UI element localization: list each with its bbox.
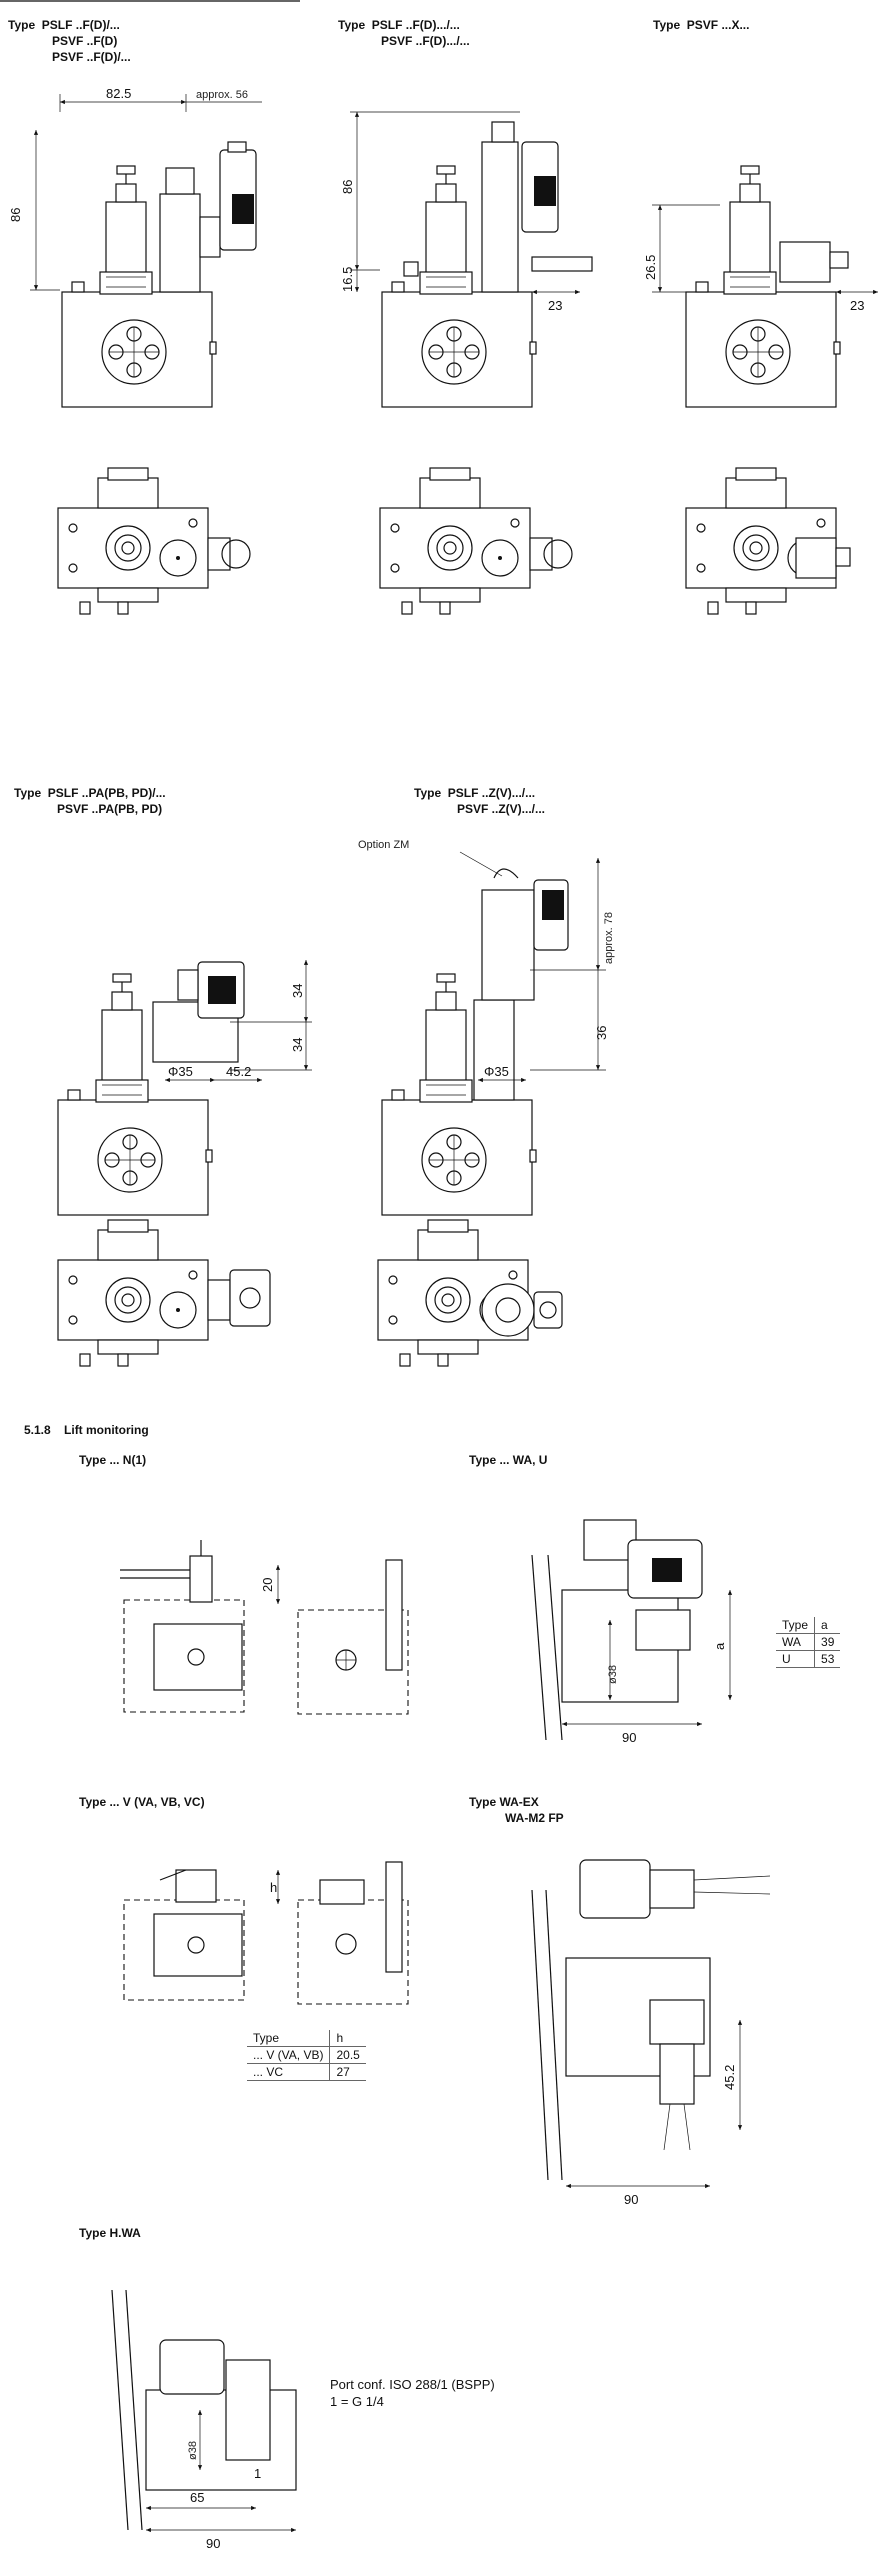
type-label-psvf-x: Type PSVF ...X... [653, 18, 750, 32]
type-label-psvf-f: PSVF ..F(D) [52, 34, 118, 48]
type-label-psvf-z: PSVF ..Z(V).../... [457, 802, 546, 816]
drawing-pslf-f-front [61, 141, 257, 408]
dim-86-b: 86 [340, 180, 355, 194]
drawing-wa-u: ø38 a 90 [531, 1519, 733, 1745]
drawing-pslf-fd-top [379, 467, 573, 615]
dim-34-a: 34 [290, 984, 305, 998]
type-label-psvf-fd: PSVF ..F(D).../... [381, 34, 470, 48]
drawing-v: h [123, 1861, 409, 2005]
dim-23-b: 23 [850, 298, 864, 313]
drawing-psvf-x-front [685, 165, 849, 408]
table-cell: 20.5 [329, 2046, 366, 2064]
type-label-hwa: Type H.WA [79, 2226, 141, 2240]
dim-90-a: 90 [622, 1730, 636, 1745]
type-label-psvf-f-slash: PSVF ..F(D)/... [52, 50, 131, 64]
table-cell: ... V (VA, VB) [247, 2046, 331, 2064]
dim-86-a: 86 [8, 208, 23, 222]
drawing-pslf-pa-front [57, 961, 245, 1216]
dim-90-b: 90 [624, 2192, 638, 2207]
dim-approx-78: approx. 78 [603, 912, 615, 964]
drawing-pslf-f-top [57, 467, 251, 615]
type-label-pslf-z: Type PSLF ..Z(V).../... [414, 786, 536, 800]
dim-34-b: 34 [290, 1038, 305, 1052]
dim-16-5: 16.5 [340, 267, 355, 292]
table-header: a [814, 1617, 841, 1634]
table-cell: WA [776, 1633, 816, 1651]
table-cell: 27 [329, 2063, 366, 2081]
type-label-pslf-fd: Type PSLF ..F(D).../... [338, 18, 460, 32]
type-label-wa-m2: WA-M2 FP [505, 1811, 564, 1825]
dim-a: a [712, 1642, 727, 1650]
type-label-pslf-pa: Type PSLF ..PA(PB, PD)/... [14, 786, 166, 800]
table-header: Type [776, 1617, 816, 1634]
dim-45-2-b: 45.2 [722, 2065, 737, 2090]
dim-phi38-a: ø38 [607, 1665, 619, 1684]
type-label-v: Type ... V (VA, VB, VC) [79, 1795, 205, 1809]
dim-phi35-a: Φ35 [168, 1064, 193, 1079]
drawing-pslf-z-top [377, 1219, 563, 1367]
dim-phi35-b: Φ35 [484, 1064, 509, 1079]
table-header: h [329, 2030, 366, 2047]
table-cell: 53 [814, 1650, 841, 1668]
dimension-86-16-5: 86 16.5 23 [340, 111, 580, 313]
table-cell: 39 [814, 1633, 841, 1651]
dimension-34-34-phi35: 34 34 Φ35 45.2 [165, 960, 312, 1083]
section-heading: 5.1.8 Lift monitoring [24, 1423, 149, 1437]
type-label-pslf-f: Type PSLF ..F(D)/... [8, 18, 120, 32]
type-label-wa-ex: Type WA-EX [469, 1795, 539, 1809]
label-option-zm: Option ZM [358, 839, 409, 851]
table-header: Type [247, 2030, 331, 2047]
dim-82-5: 82.5 [106, 86, 131, 101]
header-rule [0, 0, 300, 2]
dim-36: 36 [594, 1026, 609, 1040]
dim-approx-56: approx. 56 [196, 89, 248, 101]
drawing-n1: 20 [120, 1540, 409, 1715]
port-note-line1: Port conf. ISO 288/1 (BSPP) [330, 2377, 495, 2392]
drawing-pslf-z-front [381, 868, 569, 1216]
dim-90-c: 90 [206, 2536, 220, 2551]
dim-1: 1 [254, 2466, 261, 2481]
drawing-wa-ex: 45.2 90 [531, 1859, 771, 2207]
dim-h: h [270, 1880, 277, 1895]
dimension-26-5-23: 26.5 23 [643, 204, 878, 313]
dim-20: 20 [260, 1578, 275, 1592]
table-cell: ... VC [247, 2063, 331, 2081]
type-label-wa-u: Type ... WA, U [469, 1453, 548, 1467]
table-cell: U [776, 1650, 816, 1668]
type-label-psvf-pa: PSVF ..PA(PB, PD) [57, 802, 163, 816]
drawing-pslf-pa-top [57, 1219, 271, 1367]
dimension-82-5: 82.5 approx. 56 86 [8, 86, 262, 291]
dim-phi38-b: ø38 [187, 2441, 199, 2460]
dimension-zm-78-36: Option ZM approx. 78 36 Φ35 [358, 839, 615, 1083]
port-note-line2: 1 = G 1/4 [330, 2394, 384, 2409]
dim-23-a: 23 [548, 298, 562, 313]
dim-26-5: 26.5 [643, 255, 658, 280]
dim-65: 65 [190, 2490, 204, 2505]
dim-45-2-a: 45.2 [226, 1064, 251, 1079]
drawing-psvf-x-top [685, 467, 851, 615]
type-label-n1: Type ... N(1) [79, 1453, 147, 1467]
drawing-pslf-fd-front [381, 121, 593, 408]
drawing-h-wa: ø38 65 1 90 [111, 2289, 297, 2551]
